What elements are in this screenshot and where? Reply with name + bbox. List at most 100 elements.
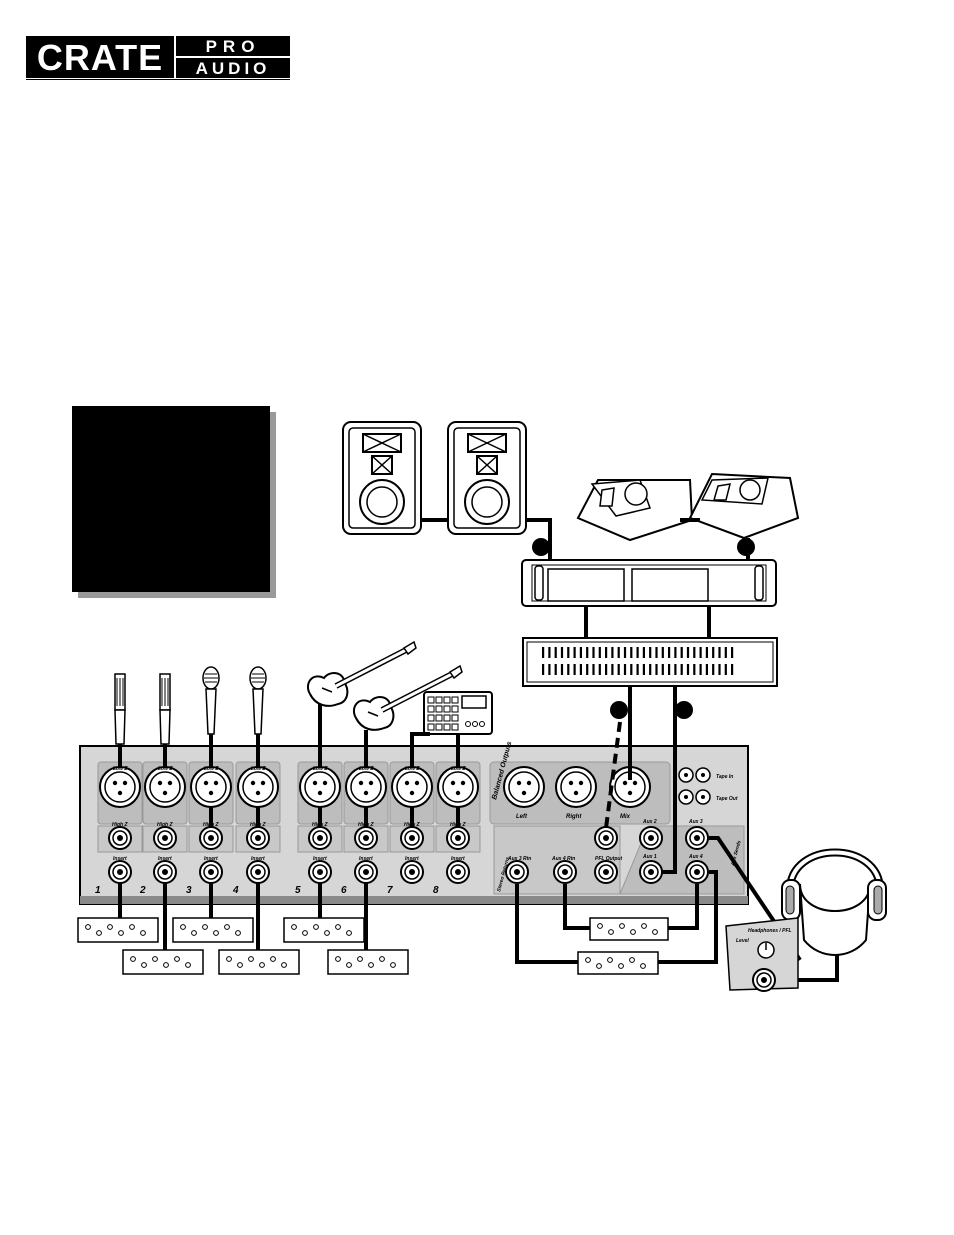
- channel-number-3: 3: [186, 885, 192, 896]
- aux3-jack[interactable]: [685, 826, 709, 850]
- right-output-xlr[interactable]: [555, 766, 597, 808]
- headphones-icon: [781, 848, 887, 956]
- insert-jack-1[interactable]: [108, 860, 132, 884]
- dynamic-mic-1: [114, 673, 126, 745]
- right-label: Right: [566, 814, 582, 820]
- high-z-jack-1[interactable]: [108, 826, 132, 850]
- high-z-jack-4[interactable]: [246, 826, 270, 850]
- channel-number-8: 8: [433, 885, 439, 896]
- insert-label-6: Insert: [359, 856, 373, 862]
- pfl-output-label: PFL Output: [595, 856, 622, 862]
- tape-out-label: Tape Out: [716, 796, 738, 802]
- low-z-label-2: Low Z: [158, 766, 173, 772]
- low-z-xlr-input-2[interactable]: [144, 766, 186, 808]
- high-z-label-8: High Z: [450, 822, 466, 828]
- graphic-equalizer: [522, 637, 778, 687]
- insert-label-7: Insert: [405, 856, 419, 862]
- high-z-label-4: High Z: [250, 822, 266, 828]
- insert-jack-4[interactable]: [246, 860, 270, 884]
- insert-jack-2[interactable]: [153, 860, 177, 884]
- floor-monitor-left: [576, 479, 694, 542]
- high-z-jack-3[interactable]: [199, 826, 223, 850]
- callout-dot-3: [610, 701, 628, 719]
- headphones-title: Headphones / PFL: [748, 928, 792, 934]
- dynamic-mic-2: [159, 673, 171, 745]
- insert-jack-7[interactable]: [400, 860, 424, 884]
- insert-jack-8[interactable]: [446, 860, 470, 884]
- insert-jack-6[interactable]: [354, 860, 378, 884]
- low-z-xlr-input-3[interactable]: [190, 766, 232, 808]
- black-callout-box: [72, 406, 270, 592]
- low-z-xlr-input-6[interactable]: [345, 766, 387, 808]
- high-z-label-3: High Z: [203, 822, 219, 828]
- mix-label: Mix: [620, 814, 631, 820]
- effect-unit-5: [283, 917, 365, 943]
- logo-line1: PRO: [206, 37, 261, 56]
- low-z-xlr-input-5[interactable]: [299, 766, 341, 808]
- high-z-jack-5[interactable]: [308, 826, 332, 850]
- low-z-label-8: Low Z: [451, 766, 466, 772]
- aux1-label: Aux 1: [642, 854, 657, 860]
- high-z-label-5: High Z: [312, 822, 328, 828]
- aux2-label: Aux 2: [642, 819, 657, 825]
- vocal-mic-4: [249, 666, 267, 735]
- main-speaker-right: [447, 421, 527, 535]
- callout-dot-1: [532, 538, 550, 556]
- power-amplifier: [521, 559, 777, 607]
- high-z-jack-6[interactable]: [354, 826, 378, 850]
- high-z-jack-8[interactable]: [446, 826, 470, 850]
- mix-jack[interactable]: [594, 826, 618, 850]
- insert-label-4: Insert: [251, 856, 265, 862]
- low-z-label-5: Low Z: [313, 766, 328, 772]
- logo-brand: CRATE: [37, 37, 163, 78]
- aux2-jack[interactable]: [639, 826, 663, 850]
- effect-unit-6: [327, 949, 409, 975]
- left-label: Left: [516, 814, 528, 820]
- low-z-xlr-input-4[interactable]: [237, 766, 279, 808]
- floor-monitor-right: [688, 472, 800, 540]
- aux4-rtn-label: Aux 4 Rtn: [551, 856, 575, 862]
- aux1-jack[interactable]: [639, 860, 663, 884]
- low-z-xlr-input-1[interactable]: [99, 766, 141, 808]
- low-z-label-3: Low Z: [204, 766, 219, 772]
- headphone-jack[interactable]: [752, 968, 776, 992]
- low-z-label-4: Low Z: [251, 766, 266, 772]
- effect-unit-4: [218, 949, 300, 975]
- headphone-panel: Headphones / PFL Level: [725, 917, 799, 992]
- channel-number-4: 4: [232, 885, 239, 896]
- insert-label-3: Insert: [204, 856, 218, 862]
- aux4-return-jack[interactable]: [553, 860, 577, 884]
- effect-unit-3: [172, 917, 254, 943]
- low-z-label-1: Low Z: [113, 766, 128, 772]
- effect-unit-aux4: [589, 917, 669, 941]
- channel-number-7: 7: [387, 885, 393, 896]
- left-output-xlr[interactable]: [503, 766, 545, 808]
- aux3-rtn-label: Aux 3 Rtn: [507, 856, 531, 862]
- insert-label-2: Insert: [158, 856, 172, 862]
- high-z-label-6: High Z: [358, 822, 374, 828]
- low-z-xlr-input-7[interactable]: [391, 766, 433, 808]
- aux4-label: Aux 4: [688, 854, 703, 860]
- channel-number-6: 6: [341, 885, 347, 896]
- effect-unit-1: [77, 917, 159, 943]
- low-z-xlr-input-8[interactable]: [437, 766, 479, 808]
- high-z-label-1: High Z: [112, 822, 128, 828]
- tape-rca-jacks[interactable]: [678, 767, 711, 805]
- drum-machine-icon: [423, 691, 493, 735]
- callout-dot-2: [737, 538, 755, 556]
- channel-number-5: 5: [295, 885, 301, 896]
- aux4-jack[interactable]: [685, 860, 709, 884]
- main-speaker-left: [342, 421, 422, 535]
- high-z-label-7: High Z: [404, 822, 420, 828]
- channel-number-2: 2: [139, 885, 146, 896]
- insert-jack-5[interactable]: [308, 860, 332, 884]
- logo-line2: AUDIO: [196, 59, 271, 78]
- pfl-output-jack[interactable]: [594, 860, 618, 884]
- insert-jack-3[interactable]: [199, 860, 223, 884]
- high-z-jack-7[interactable]: [400, 826, 424, 850]
- low-z-label-6: Low Z: [359, 766, 374, 772]
- tape-in-label: Tape In: [716, 774, 733, 780]
- aux3-label: Aux 3: [688, 819, 703, 825]
- high-z-jack-2[interactable]: [153, 826, 177, 850]
